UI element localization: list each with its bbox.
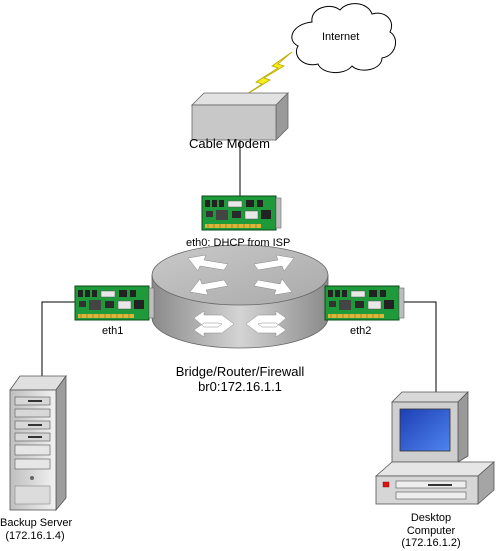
lightning-bolt-icon bbox=[243, 51, 293, 97]
desktop-label-line2: Computer bbox=[406, 524, 456, 537]
server-tower-icon bbox=[9, 374, 67, 512]
eth2-label: eth2 bbox=[350, 325, 372, 337]
eth0-label: eth0: DHCP from ISP bbox=[186, 237, 291, 249]
server-label: Backup Server (172.16.1.4) bbox=[0, 517, 73, 542]
cable-modem-label: Cable Modem bbox=[189, 136, 270, 151]
router-label: Bridge/Router/Firewall br0:172.16.1.1 bbox=[170, 364, 310, 395]
desktop-label: Desktop Computer (172.16.1.2) bbox=[396, 512, 466, 550]
desktop-computer-icon bbox=[374, 391, 496, 505]
desktop-label-address: (172.16.1.2) bbox=[401, 537, 461, 550]
router-label-address: br0:172.16.1.1 bbox=[198, 378, 282, 394]
nic-eth0-icon bbox=[201, 195, 282, 231]
desktop-label-line1: Desktop bbox=[410, 512, 452, 524]
internet-label: Internet bbox=[322, 31, 360, 43]
server-label-name: Backup Server bbox=[0, 517, 73, 529]
router-icon bbox=[151, 244, 329, 349]
internet-cloud-icon bbox=[291, 3, 397, 73]
server-label-address: (172.16.1.4) bbox=[5, 529, 65, 542]
cable-modem-icon bbox=[191, 92, 289, 141]
cable-lines bbox=[41, 140, 437, 393]
nic-eth2-icon bbox=[324, 285, 405, 321]
eth1-label: eth1 bbox=[102, 325, 124, 337]
router-label-name: Bridge/Router/Firewall bbox=[175, 364, 305, 379]
nic-eth1-icon bbox=[74, 285, 155, 321]
